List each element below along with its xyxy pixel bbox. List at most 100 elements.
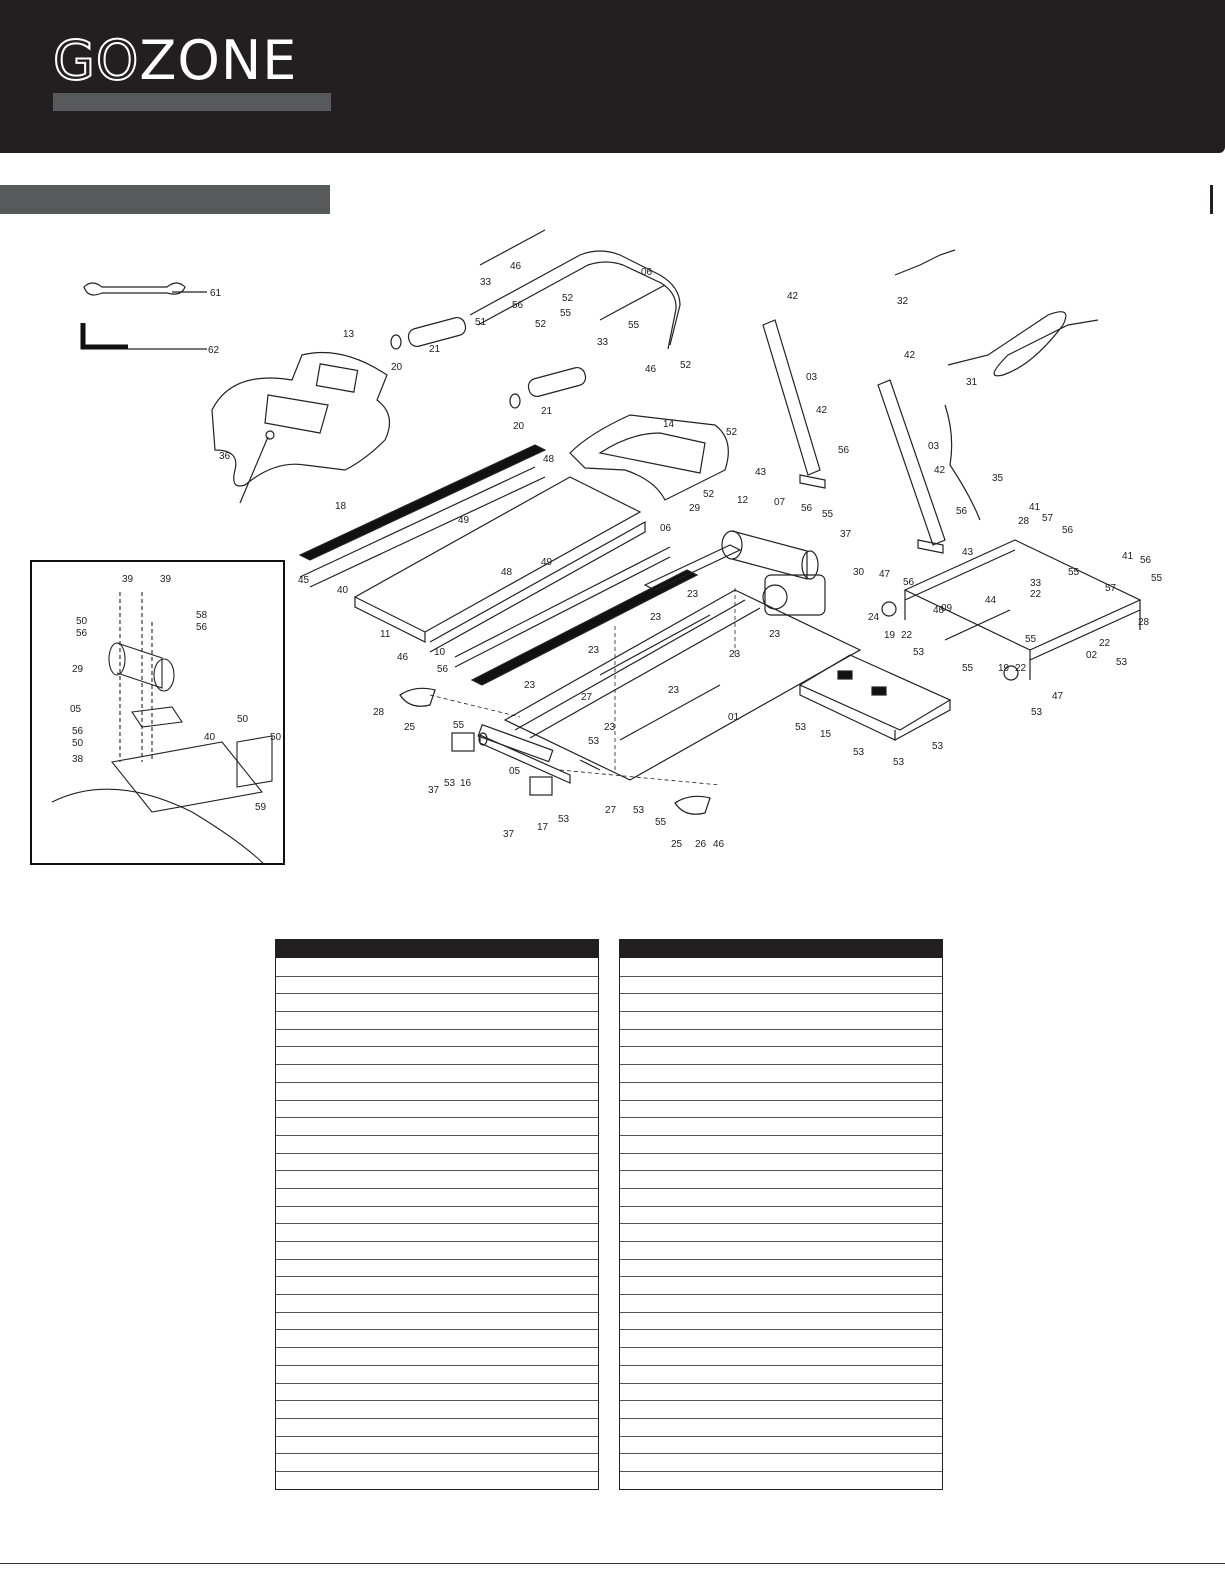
parts-table-right-row	[620, 1453, 942, 1471]
parts-table-right-row	[620, 1152, 942, 1171]
footer-rule	[0, 1563, 1225, 1564]
svg-text:52: 52	[680, 360, 692, 371]
parts-table-right-row	[620, 1435, 942, 1454]
svg-text:53: 53	[558, 814, 570, 825]
logo-wordmark: GOZONE	[52, 33, 297, 89]
svg-text:53: 53	[588, 736, 600, 747]
svg-text:58: 58	[196, 610, 208, 621]
svg-text:07: 07	[774, 497, 786, 508]
svg-text:50: 50	[72, 738, 84, 749]
svg-text:28: 28	[1018, 516, 1030, 527]
drive-motor	[721, 530, 826, 616]
svg-text:06: 06	[660, 523, 672, 534]
svg-text:53: 53	[913, 647, 925, 658]
parts-table-right-row	[620, 1276, 942, 1294]
svg-text:43: 43	[755, 467, 767, 478]
parts-table-left-row	[276, 1081, 598, 1100]
svg-text:61: 61	[210, 288, 222, 299]
svg-text:24: 24	[868, 612, 880, 623]
svg-text:46: 46	[645, 364, 657, 375]
svg-text:44: 44	[985, 595, 997, 606]
svg-text:37: 37	[840, 529, 852, 540]
parts-table-right-row	[620, 1329, 942, 1347]
svg-text:29: 29	[72, 664, 84, 675]
svg-text:55: 55	[655, 817, 667, 828]
svg-text:39: 39	[160, 574, 172, 585]
allen-key-tool	[80, 323, 207, 350]
svg-text:56: 56	[76, 628, 88, 639]
svg-text:02: 02	[1086, 650, 1098, 661]
svg-text:33: 33	[480, 277, 492, 288]
parts-table-left-row	[276, 1382, 598, 1401]
svg-text:42: 42	[816, 405, 828, 416]
side-rail-right	[454, 546, 699, 686]
svg-text:56: 56	[956, 506, 968, 517]
svg-text:23: 23	[524, 680, 536, 691]
svg-text:32: 32	[897, 296, 909, 307]
svg-text:62: 62	[208, 345, 220, 356]
parts-table-left-row	[276, 1046, 598, 1064]
svg-text:56: 56	[1140, 555, 1152, 566]
svg-text:37: 37	[503, 829, 515, 840]
logo-go-text: GO	[52, 29, 140, 92]
svg-text:48: 48	[501, 567, 513, 578]
svg-text:23: 23	[650, 612, 662, 623]
svg-text:46: 46	[713, 839, 725, 850]
parts-table-right-row	[620, 1364, 942, 1383]
base-frame	[881, 539, 1142, 681]
front-roller	[478, 732, 571, 784]
svg-text:52: 52	[703, 489, 715, 500]
power-cord	[894, 249, 1099, 521]
svg-text:56: 56	[903, 577, 915, 588]
parts-table-right-row	[620, 1028, 942, 1047]
parts-table-right-row	[620, 975, 942, 994]
svg-text:21: 21	[429, 344, 441, 355]
svg-text:50: 50	[237, 714, 249, 725]
parts-table-right-row	[620, 1046, 942, 1064]
parts-table-left-row	[276, 1453, 598, 1471]
parts-table-right-row	[620, 1011, 942, 1029]
parts-table-left-row	[276, 1258, 598, 1277]
svg-text:55: 55	[560, 308, 572, 319]
parts-table-right-row	[620, 1311, 942, 1330]
svg-text:59: 59	[255, 802, 267, 813]
parts-table-right-row	[620, 1417, 942, 1436]
svg-text:50: 50	[270, 732, 282, 743]
parts-table-left-row	[276, 1347, 598, 1365]
parts-table-left-row	[276, 1117, 598, 1135]
parts-table-right-row	[620, 993, 942, 1011]
svg-text:09: 09	[941, 603, 953, 614]
svg-text:38: 38	[72, 754, 84, 765]
svg-text:23: 23	[729, 649, 741, 660]
base-tray	[798, 654, 952, 741]
svg-text:21: 21	[541, 406, 553, 417]
svg-text:53: 53	[893, 757, 905, 768]
svg-text:55: 55	[1025, 634, 1037, 645]
svg-text:42: 42	[904, 350, 916, 361]
svg-text:05: 05	[70, 704, 82, 715]
svg-text:30: 30	[853, 567, 865, 578]
parts-table-right-row	[620, 1347, 942, 1365]
upright-left	[762, 319, 826, 489]
svg-text:56: 56	[1062, 525, 1074, 536]
svg-text:55: 55	[453, 720, 465, 731]
svg-text:56: 56	[72, 726, 84, 737]
svg-text:53: 53	[633, 805, 645, 816]
svg-text:33: 33	[1030, 578, 1042, 589]
parts-table-right-row	[620, 1223, 942, 1241]
svg-text:55: 55	[1068, 567, 1080, 578]
svg-text:46: 46	[510, 261, 522, 272]
svg-text:06: 06	[641, 267, 653, 278]
svg-text:53: 53	[932, 741, 944, 752]
parts-table-right-row	[620, 1081, 942, 1100]
main-frame	[477, 544, 862, 781]
svg-text:25: 25	[404, 722, 416, 733]
svg-text:55: 55	[628, 320, 640, 331]
svg-text:14: 14	[663, 419, 675, 430]
svg-text:57: 57	[1105, 583, 1117, 594]
svg-text:22: 22	[901, 630, 913, 641]
section-title-bar	[0, 185, 330, 214]
parts-table-left-row	[276, 1294, 598, 1312]
svg-text:41: 41	[1029, 502, 1041, 513]
